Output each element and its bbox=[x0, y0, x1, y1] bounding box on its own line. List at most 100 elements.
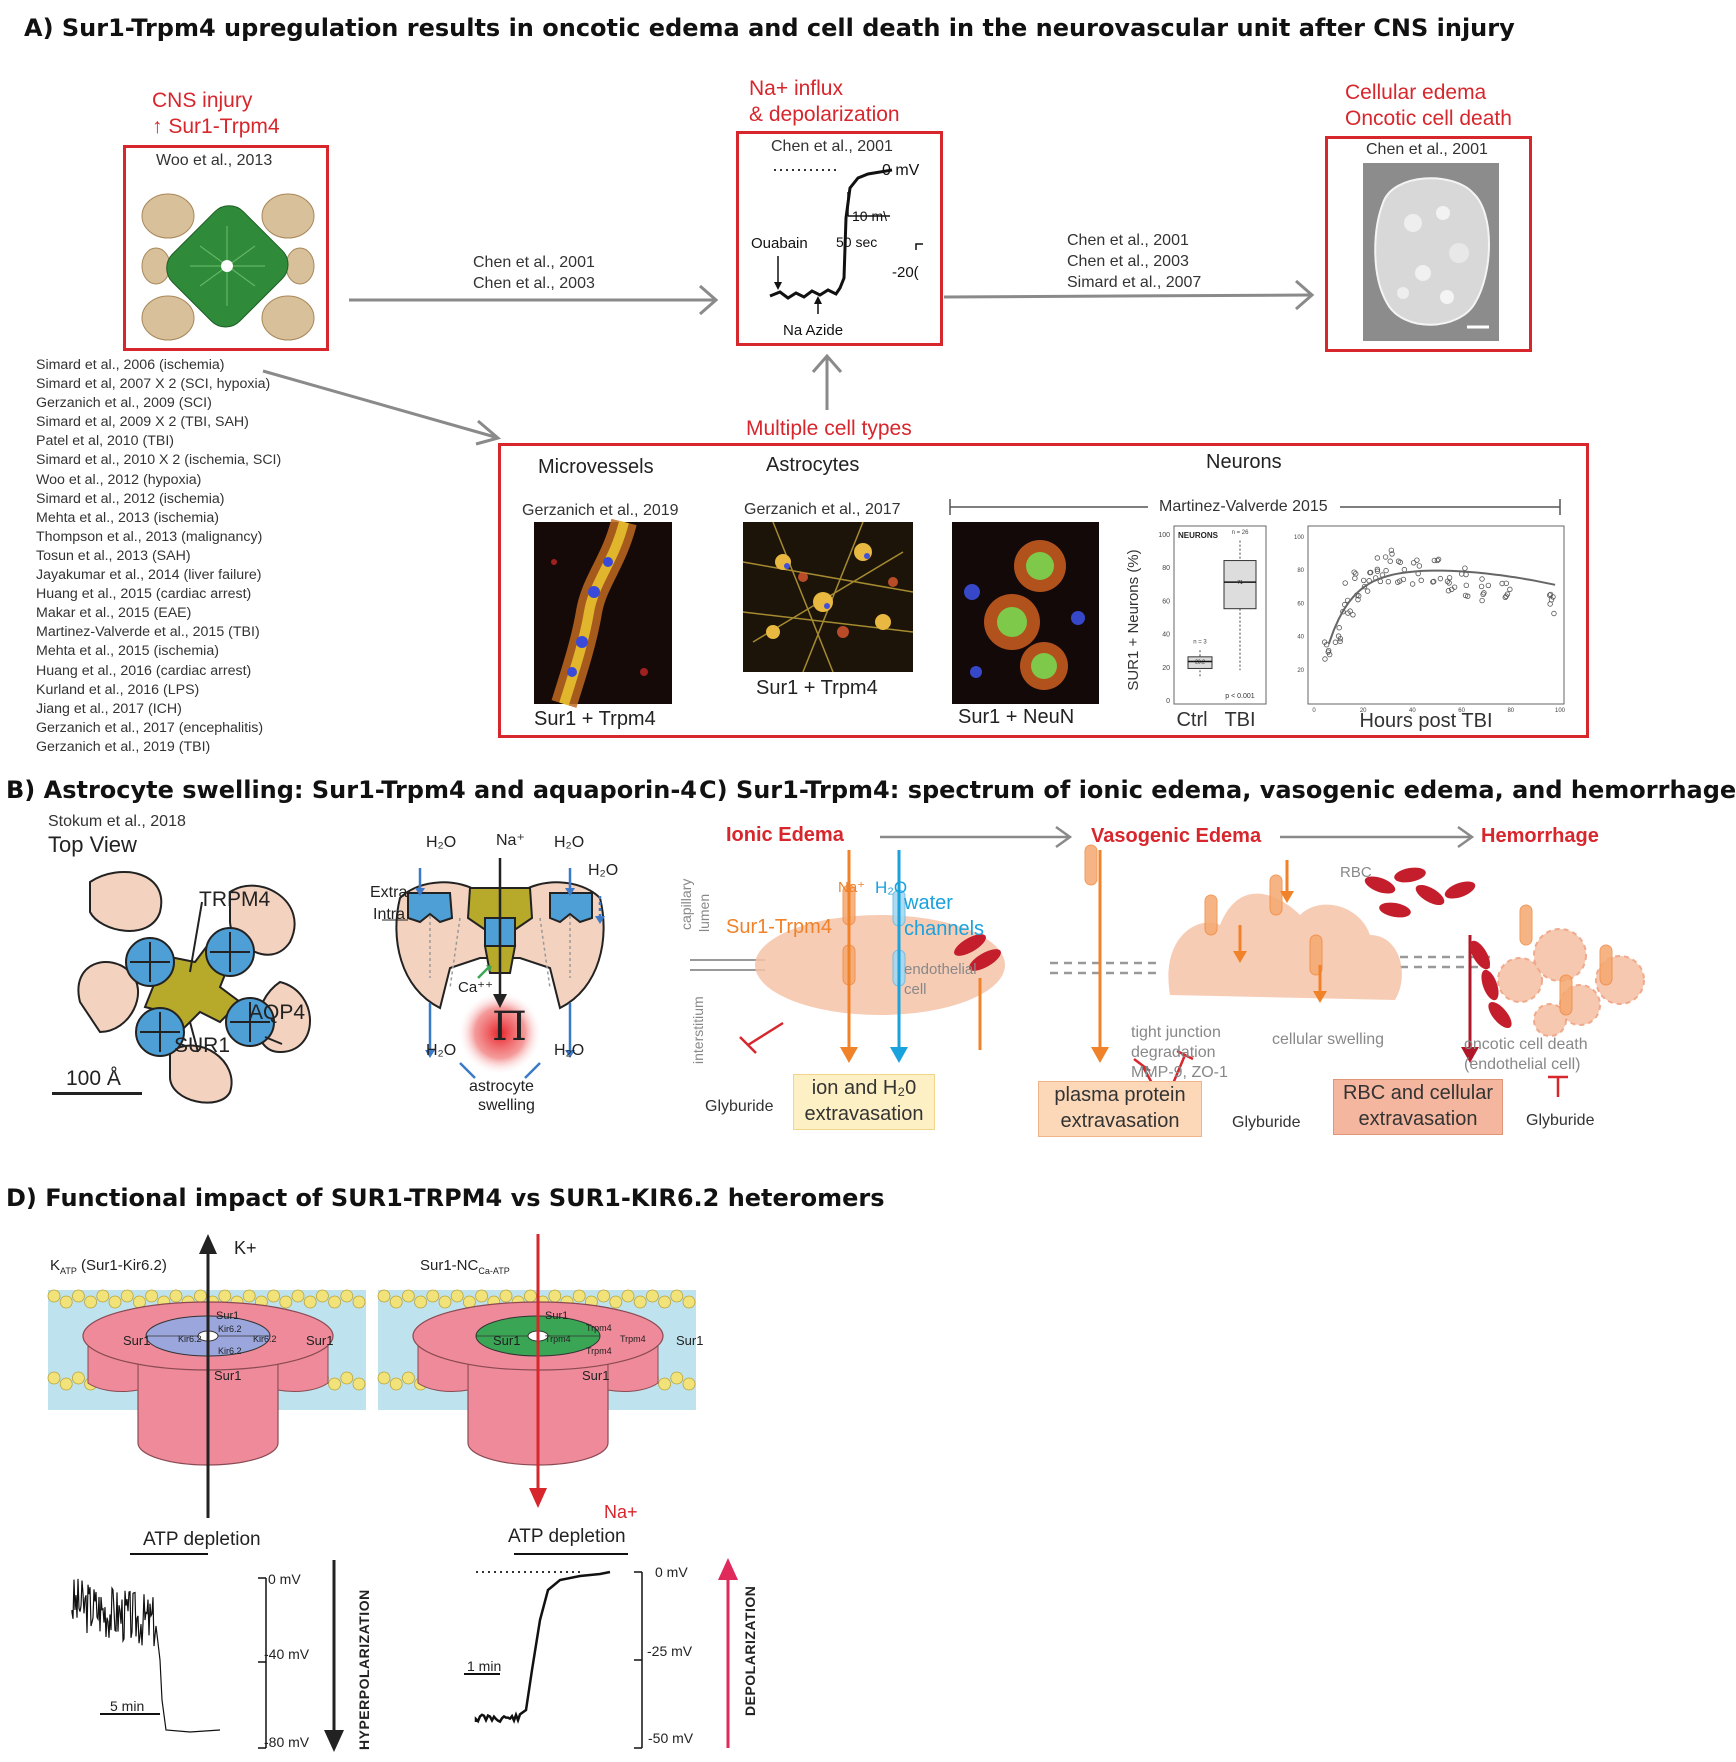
scatter-point bbox=[1385, 578, 1392, 585]
scatter-point bbox=[1434, 557, 1441, 564]
direction-arrows bbox=[324, 1558, 738, 1752]
reference-item: Gerzanich et al., 2017 (encephalitis) bbox=[36, 719, 264, 736]
swelling-h2o-1: H₂O bbox=[426, 834, 457, 851]
right-tick-0: 0 mV bbox=[655, 1564, 688, 1580]
water-channels-2: channels bbox=[904, 918, 985, 940]
panel-b-cite: Stokum et al., 2018 bbox=[48, 813, 186, 830]
cellular-swelling-label: cellular swelling bbox=[1272, 1031, 1385, 1048]
reference-item: Woo et al., 2012 (hypoxia) bbox=[36, 471, 202, 488]
lipid-head bbox=[670, 1371, 684, 1385]
scatter-point bbox=[1410, 560, 1417, 566]
lipid-head bbox=[242, 1289, 256, 1303]
microvessels-cite: Gerzanich et al., 2019 bbox=[522, 502, 679, 519]
influx-cite: Chen et al., 2001 bbox=[771, 138, 893, 155]
scatter-point bbox=[1547, 591, 1554, 598]
ion-extravasation-2: extravasation bbox=[804, 1103, 924, 1125]
lipid-head bbox=[670, 1289, 684, 1303]
lipid-head bbox=[646, 1289, 659, 1303]
ion-extravasation-1: ion and H₂0 bbox=[811, 1077, 917, 1099]
lipid-head bbox=[267, 1289, 281, 1303]
lipid-head bbox=[352, 1377, 366, 1391]
edema-label-1: Cellular edema bbox=[1345, 81, 1487, 104]
arrow2-cite-1: Chen et al., 2001 bbox=[1067, 232, 1189, 249]
tbi-box bbox=[1223, 560, 1257, 610]
lipid-head bbox=[279, 1295, 293, 1309]
edema-spectrum-diagram bbox=[690, 825, 1645, 1108]
reference-item: Simard et al., 2012 (ischemia) bbox=[36, 490, 225, 507]
boxplot-ytick: 20 bbox=[1162, 665, 1170, 672]
katp-sur1-top: Sur1 bbox=[216, 1310, 240, 1322]
scatter-point bbox=[1414, 557, 1420, 563]
scatter-ytick: 80 bbox=[1297, 568, 1304, 574]
neurons-label: Neurons bbox=[1206, 451, 1282, 473]
panel-a-title: A) Sur1-Trpm4 upregulation results in on… bbox=[24, 14, 1515, 42]
interstitium-label: interstitium bbox=[690, 996, 706, 1064]
scatter-point bbox=[1395, 558, 1402, 564]
edema-label-2: Oncotic cell death bbox=[1345, 107, 1512, 130]
katp-sur1-left: Sur1 bbox=[123, 1333, 151, 1348]
influx-label-1: Na+ influx bbox=[749, 77, 843, 100]
lumen-label: lumen bbox=[696, 893, 712, 932]
reference-item: Simard et al, 2009 X 2 (TBI, SAH) bbox=[36, 414, 249, 431]
lipid-head bbox=[96, 1289, 110, 1303]
scatter-point bbox=[1326, 651, 1333, 658]
left-tick-0: 0 mV bbox=[268, 1571, 301, 1587]
scatter-point bbox=[1323, 642, 1330, 648]
scatter-ytick: 100 bbox=[1294, 535, 1305, 541]
stage-ionic: Ionic Edema bbox=[726, 824, 844, 846]
lipid-head bbox=[193, 1289, 207, 1303]
boxplot-ytick: 100 bbox=[1158, 532, 1170, 539]
lipid-head bbox=[84, 1295, 97, 1309]
scatter-point bbox=[1479, 576, 1485, 582]
astrocytes-stain: Sur1 + Trpm4 bbox=[756, 677, 878, 699]
depolarization-trace bbox=[769, 168, 923, 314]
injury-label-1: CNS injury bbox=[152, 89, 253, 112]
scatter-point bbox=[1479, 597, 1485, 604]
swelling-label-1: astrocyte bbox=[469, 1078, 534, 1095]
channel-membrane-diagram bbox=[47, 1234, 696, 1518]
reference-item: Jayakumar et al., 2014 (liver failure) bbox=[36, 567, 262, 584]
rbc-label: RBC bbox=[1340, 864, 1372, 881]
lipid-head bbox=[218, 1289, 232, 1303]
scatter-point bbox=[1360, 577, 1367, 584]
neurons-cite: Martinez-Valverde 2015 bbox=[1159, 498, 1328, 515]
capillary-label: capillary bbox=[678, 878, 694, 930]
astrocytes-label: Astrocytes bbox=[766, 454, 860, 476]
katp-sur1-bottom: Sur1 bbox=[214, 1368, 242, 1383]
katp-sur1-right: Sur1 bbox=[306, 1333, 334, 1348]
edema-cite: Chen et al., 2001 bbox=[1366, 141, 1488, 158]
naplus-label: Na+ bbox=[604, 1502, 638, 1522]
scatter-point bbox=[1444, 578, 1451, 585]
reference-item: Simard et al., 2010 X 2 (ischemia, SCI) bbox=[36, 452, 282, 469]
lipid-head bbox=[389, 1377, 403, 1391]
lipid-head bbox=[548, 1289, 562, 1303]
reference-item: Gerzanich et al., 2009 (SCI) bbox=[36, 395, 212, 412]
neurons-image bbox=[952, 522, 1099, 704]
scatter-point bbox=[1332, 639, 1339, 645]
trpm4-label-4: Trpm4 bbox=[586, 1346, 612, 1356]
microvessels-stain: Sur1 + Trpm4 bbox=[534, 708, 656, 730]
lipid-head bbox=[47, 1289, 61, 1303]
lipid-head bbox=[352, 1295, 366, 1309]
stage-hemorrhage: Hemorrhage bbox=[1481, 825, 1599, 847]
scatter-point bbox=[1418, 577, 1424, 584]
lipid-head bbox=[450, 1289, 464, 1303]
lipid-head bbox=[414, 1295, 428, 1309]
lipid-head bbox=[377, 1289, 391, 1303]
lipid-head bbox=[401, 1289, 415, 1303]
panel-a-arrows bbox=[262, 279, 1315, 446]
influx-label-2: & depolarization bbox=[749, 103, 900, 126]
swelling-h2o-5: H₂O bbox=[554, 1042, 585, 1059]
lipid-head bbox=[169, 1289, 183, 1303]
stage-vasogenic: Vasogenic Edema bbox=[1091, 825, 1262, 847]
scatter-point bbox=[1462, 565, 1468, 571]
edema-box bbox=[1325, 136, 1532, 352]
lipid-head bbox=[108, 1295, 122, 1309]
nc-sur1-bottom: Sur1 bbox=[582, 1368, 610, 1383]
oncotic-label-2: (endothelial cell) bbox=[1464, 1056, 1581, 1073]
trpm4-label-3: Trpm4 bbox=[586, 1323, 612, 1333]
scale-bar-line bbox=[52, 1092, 142, 1095]
reference-item: Huang et al., 2015 (cardiac arrest) bbox=[36, 586, 252, 603]
scatter-point bbox=[1499, 580, 1505, 587]
